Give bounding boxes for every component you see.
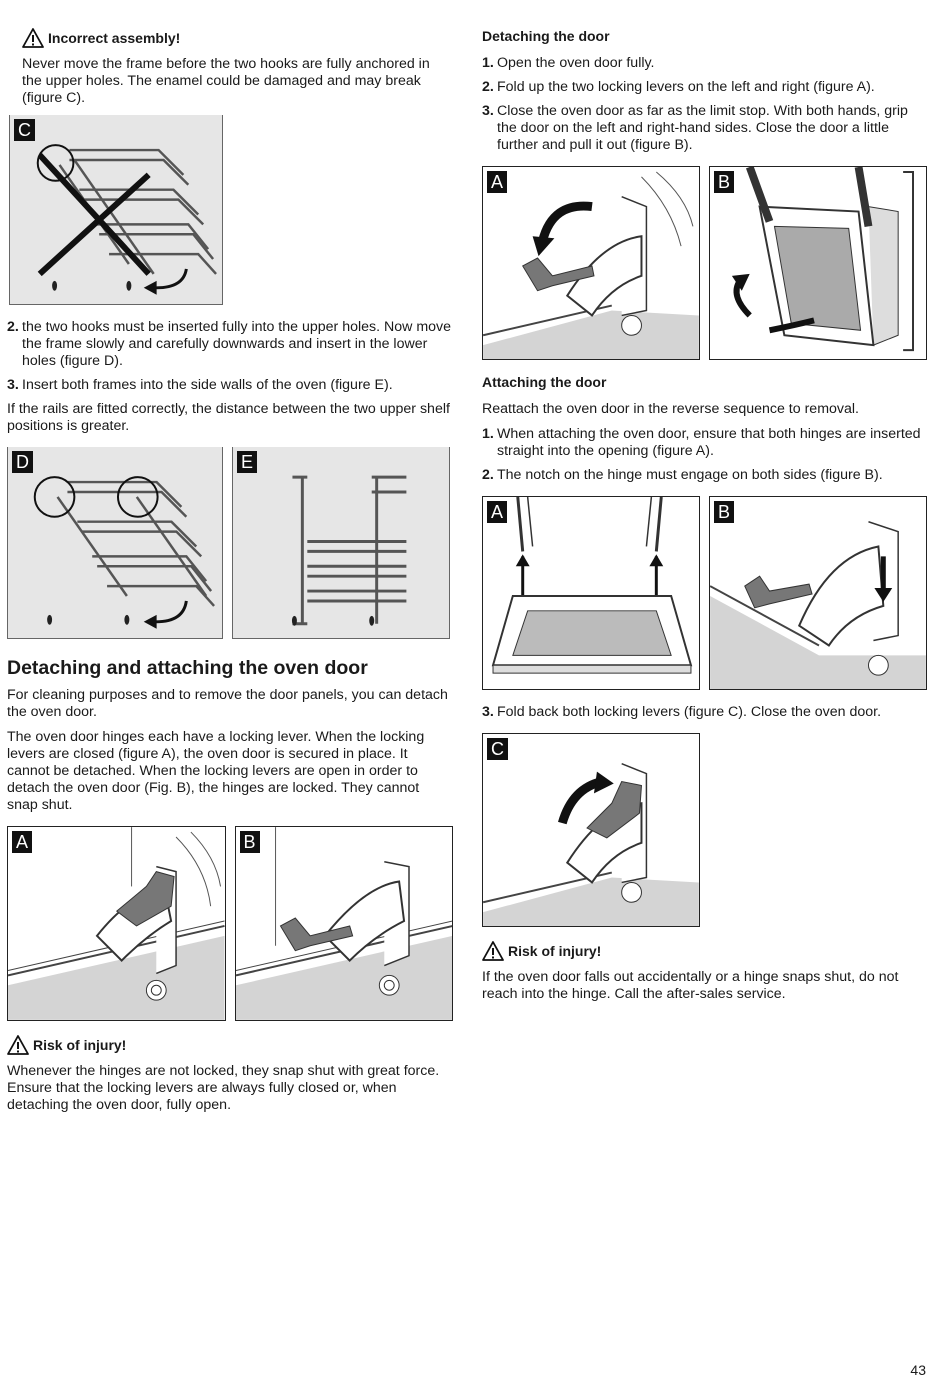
attaching-title: Attaching the door [482, 374, 607, 390]
fold-lever-illustration [483, 171, 699, 359]
section-title: Detaching and attaching the oven door [7, 657, 368, 679]
warning-triangle-icon [22, 28, 44, 48]
figure-b-lever-open: B [234, 826, 453, 1021]
figure-detach-b-pull-door: B [709, 166, 927, 360]
warning-text: If the oven door falls out accidentally … [482, 969, 899, 1002]
figure-detach-a-fold-levers: A [482, 166, 700, 360]
paragraph: The oven door hinges each have a locking… [7, 729, 425, 813]
warning-title: Incorrect assembly! [48, 29, 181, 46]
attaching-intro: Reattach the oven door in the reverse se… [482, 401, 859, 417]
list-item: 1. Open the oven door fully. [482, 55, 655, 71]
left-column: Incorrect assembly! Never move the frame… [7, 28, 453, 1122]
warning-text: Whenever the hinges are not locked, they… [7, 1063, 440, 1113]
list-item: 1. When attaching the oven door, ensure … [482, 426, 921, 459]
page-number: 43 [910, 1362, 926, 1378]
figure-attach-c-fold-back: C [482, 733, 700, 927]
list-item: 3. Close the oven door as far as the lim… [482, 103, 908, 153]
figure-e-rails-fitted: E [232, 447, 450, 639]
list-item: 2. Fold up the two locking levers on the… [482, 79, 875, 95]
figure-a-lever-closed: A [7, 826, 226, 1021]
warning-incorrect-assembly: Incorrect assembly! [7, 28, 453, 48]
pull-door-illustration [731, 167, 914, 352]
list-item: 3. Fold back both locking levers (figure… [482, 704, 882, 720]
list-item: 2. The notch on the hinge must engage on… [482, 467, 883, 483]
rack-hook-illustration [33, 476, 215, 629]
rails-illustration [291, 475, 407, 626]
hinge-closed-illustration [8, 827, 225, 1020]
list-item: 2. the two hooks must be inserted fully … [7, 319, 452, 369]
figure-c-incorrect-hooking: C [9, 115, 223, 305]
figure-attach-a-insert-hinges: A [482, 496, 700, 690]
detaching-steps: 1. Open the oven door fully. 2. Fold up … [482, 55, 930, 154]
notch-engage-illustration [710, 521, 926, 689]
rail-steps: 2. the two hooks must be inserted fully … [7, 319, 453, 394]
paragraph: For cleaning purposes and to remove the … [7, 687, 448, 720]
rack-hook-illustration [36, 144, 217, 295]
figure-label: C [14, 119, 35, 141]
warning-risk-of-injury: Risk of injury! [7, 1035, 453, 1055]
warning-title: Risk of injury! [508, 942, 602, 959]
warning-text: Never move the frame before the two hook… [22, 56, 430, 106]
warning-triangle-icon [482, 941, 504, 961]
warning-title: Risk of injury! [33, 1036, 127, 1053]
attaching-step-3: 3. Fold back both locking levers (figure… [482, 704, 930, 721]
rails-note: If the rails are fitted correctly, the d… [7, 401, 450, 434]
detaching-title: Detaching the door [482, 28, 610, 44]
fold-back-levers-illustration [483, 763, 699, 926]
attaching-steps: 1. When attaching the oven door, ensure … [482, 426, 930, 484]
hinge-open-illustration [235, 827, 452, 1020]
figure-attach-b-notch-engage: B [709, 496, 927, 690]
warning-risk-of-injury-right: Risk of injury! [482, 941, 930, 961]
list-item: 3. Insert both frames into the side wall… [7, 377, 393, 393]
insert-hinges-illustration [491, 497, 693, 674]
warning-triangle-icon [7, 1035, 29, 1055]
figure-d-hooks-inserted: D [7, 447, 223, 639]
right-column: Detaching the door 1. Open the oven door… [482, 28, 930, 1011]
